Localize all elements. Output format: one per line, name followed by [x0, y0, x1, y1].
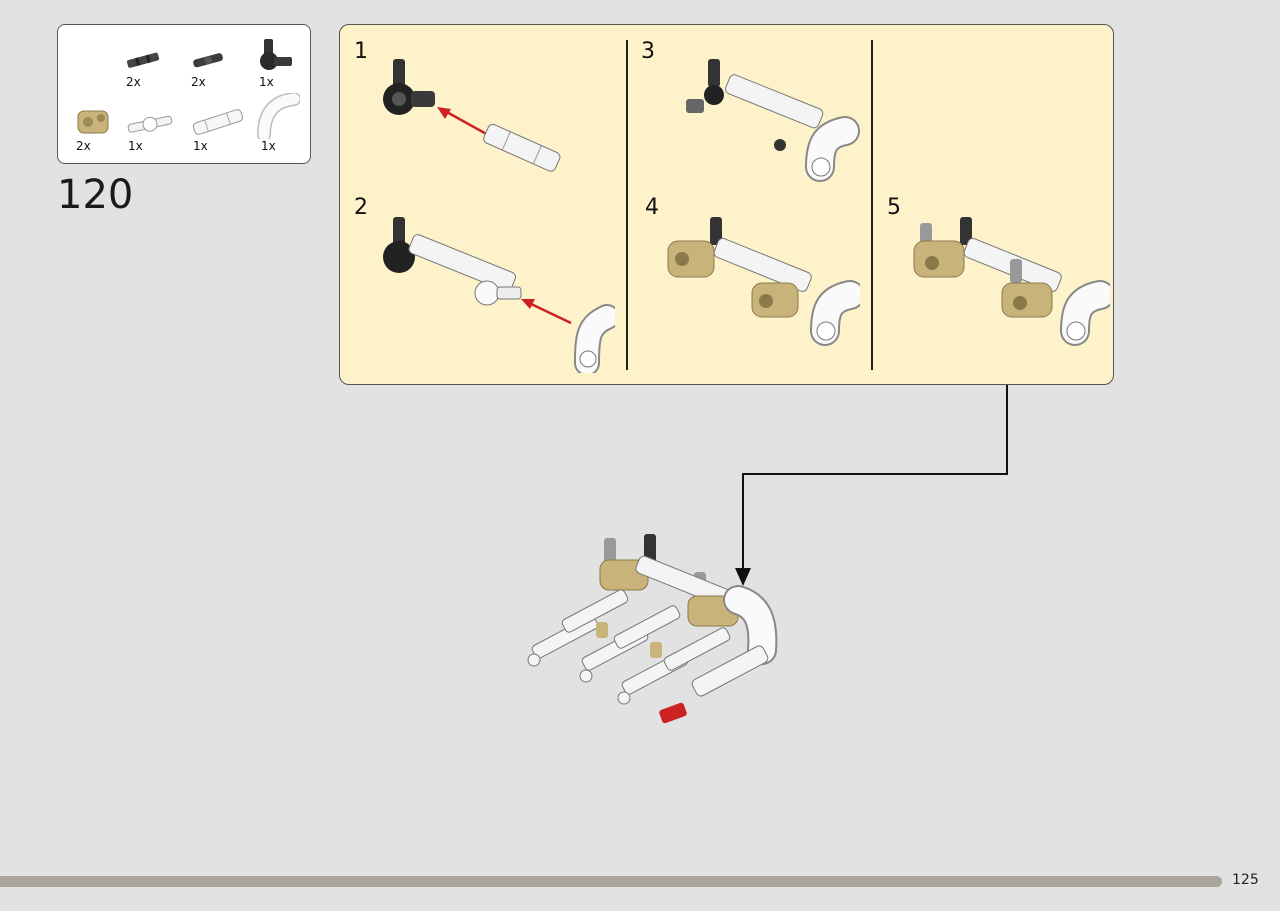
- part-angle-connector: 1x: [254, 37, 314, 97]
- part-tan-block: 2x: [74, 105, 134, 165]
- panel-divider: [871, 40, 873, 370]
- part-dark-axle-short: 2x: [124, 47, 184, 107]
- part-qty: 2x: [76, 139, 91, 153]
- part-qty: 2x: [191, 75, 206, 89]
- page-progress-bar: [0, 876, 1222, 887]
- part-long-tube: 1x: [191, 105, 251, 165]
- part-axle-joiner: 1x: [126, 109, 186, 169]
- part-qty: 1x: [193, 139, 208, 153]
- part-qty: 2x: [126, 75, 141, 89]
- substep-5-illustration: [913, 217, 1110, 346]
- part-qty: 1x: [259, 75, 274, 89]
- substep-number: 1: [354, 39, 368, 64]
- substep-4-illustration: [667, 217, 860, 346]
- white-curved-tube-icon: [257, 93, 300, 139]
- substep-number: 3: [641, 39, 655, 64]
- substep-1-illustration: [383, 59, 561, 172]
- substep-3-illustration: [686, 59, 860, 182]
- substep-number: 4: [645, 195, 659, 220]
- tan-cross-block-icon: [77, 110, 109, 134]
- parts-list: 2x 2x 1x 2x 1x 1x 1x: [57, 24, 311, 164]
- step-number: 120: [57, 172, 134, 218]
- dark-connector-pin-icon: [193, 53, 223, 68]
- panel-divider: [626, 40, 628, 370]
- part-qty: 1x: [128, 139, 143, 153]
- white-long-tube-icon: [192, 109, 244, 135]
- main-model-illustration: [527, 534, 778, 724]
- subassembly-panel: 1 2 3 4 5: [339, 24, 1114, 385]
- part-qty: 1x: [261, 139, 276, 153]
- substep-number: 2: [354, 195, 368, 220]
- substep-2-illustration: [383, 217, 615, 373]
- page-number: 125: [1232, 872, 1259, 888]
- part-dark-connector: 2x: [189, 47, 249, 107]
- substep-number: 5: [887, 195, 901, 220]
- part-curved-tube: 1x: [256, 93, 316, 153]
- white-axle-joiner-icon: [127, 115, 173, 133]
- dark-axle-short-icon: [126, 52, 160, 68]
- black-angle-connector-icon: [260, 39, 292, 70]
